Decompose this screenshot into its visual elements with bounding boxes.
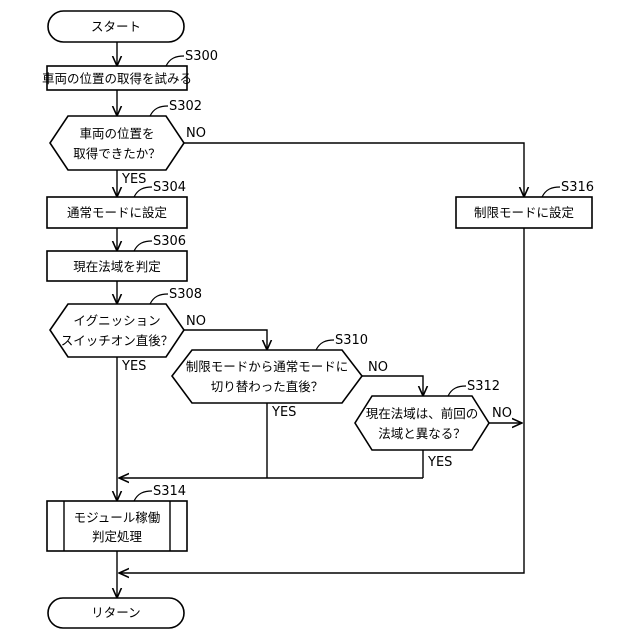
start-label: スタート (91, 19, 141, 34)
s310-leader (316, 340, 334, 350)
s310-yes: YES (271, 405, 296, 420)
s310-line2: 切り替わった直後？ (211, 379, 324, 394)
decision-s312: 現在法域は、前回の 法域と異なる？ S312 NO YES (355, 379, 512, 470)
s314-leader (134, 491, 152, 501)
s308-leader (150, 294, 168, 304)
s308-step: S308 (169, 287, 202, 302)
s302-yes: YES (121, 172, 146, 187)
s300-label: 車両の位置の取得を試みる (42, 71, 192, 86)
return-terminal: リターン (48, 598, 184, 628)
s314-line2: 判定処理 (92, 529, 143, 544)
s306-step: S306 (153, 234, 186, 249)
s310-no: NO (368, 360, 388, 375)
s302-step: S302 (169, 99, 202, 114)
s316-step: S316 (561, 180, 594, 195)
decision-s302: 車両の位置を 取得できたか？ S302 NO YES (50, 99, 206, 187)
s306-leader (134, 241, 152, 251)
s312-yes: YES (427, 455, 452, 470)
s302-line1: 車両の位置を (79, 126, 154, 141)
s314-line1: モジュール稼働 (74, 510, 161, 525)
s308-line1: イグニッション (73, 313, 160, 328)
process-s300: 車両の位置の取得を試みる S300 (42, 49, 218, 90)
process-s316: 制限モードに設定 S316 (456, 180, 594, 228)
s310-step: S310 (335, 333, 368, 348)
s300-step: S300 (185, 49, 218, 64)
s308-yes: YES (121, 359, 146, 374)
s312-line1: 現在法域は、前回の (366, 406, 479, 421)
s312-leader (448, 386, 466, 396)
s304-leader (134, 187, 152, 197)
s302-no: NO (186, 126, 206, 141)
s312-step: S312 (467, 379, 500, 394)
start-terminal: スタート (48, 11, 184, 42)
return-label: リターン (91, 605, 140, 620)
s308-no: NO (186, 314, 206, 329)
s312-line2: 法域と異なる？ (378, 426, 466, 441)
s306-label: 現在法域を判定 (73, 259, 161, 274)
s302-line2: 取得できたか？ (73, 146, 161, 161)
s316-label: 制限モードに設定 (474, 205, 574, 220)
s314-step: S314 (153, 484, 186, 499)
s304-step: S304 (153, 180, 186, 195)
s312-no: NO (492, 406, 512, 421)
s304-label: 通常モードに設定 (67, 205, 167, 220)
decision-s310: 制限モードから通常モードに 切り替わった直後？ S310 NO YES (172, 333, 388, 420)
s308-line2: スイッチオン直後？ (61, 333, 174, 348)
s316-leader (542, 187, 560, 197)
s310-line1: 制限モードから通常モードに (186, 359, 349, 374)
s302-leader (150, 106, 168, 116)
s300-leader (166, 56, 184, 66)
